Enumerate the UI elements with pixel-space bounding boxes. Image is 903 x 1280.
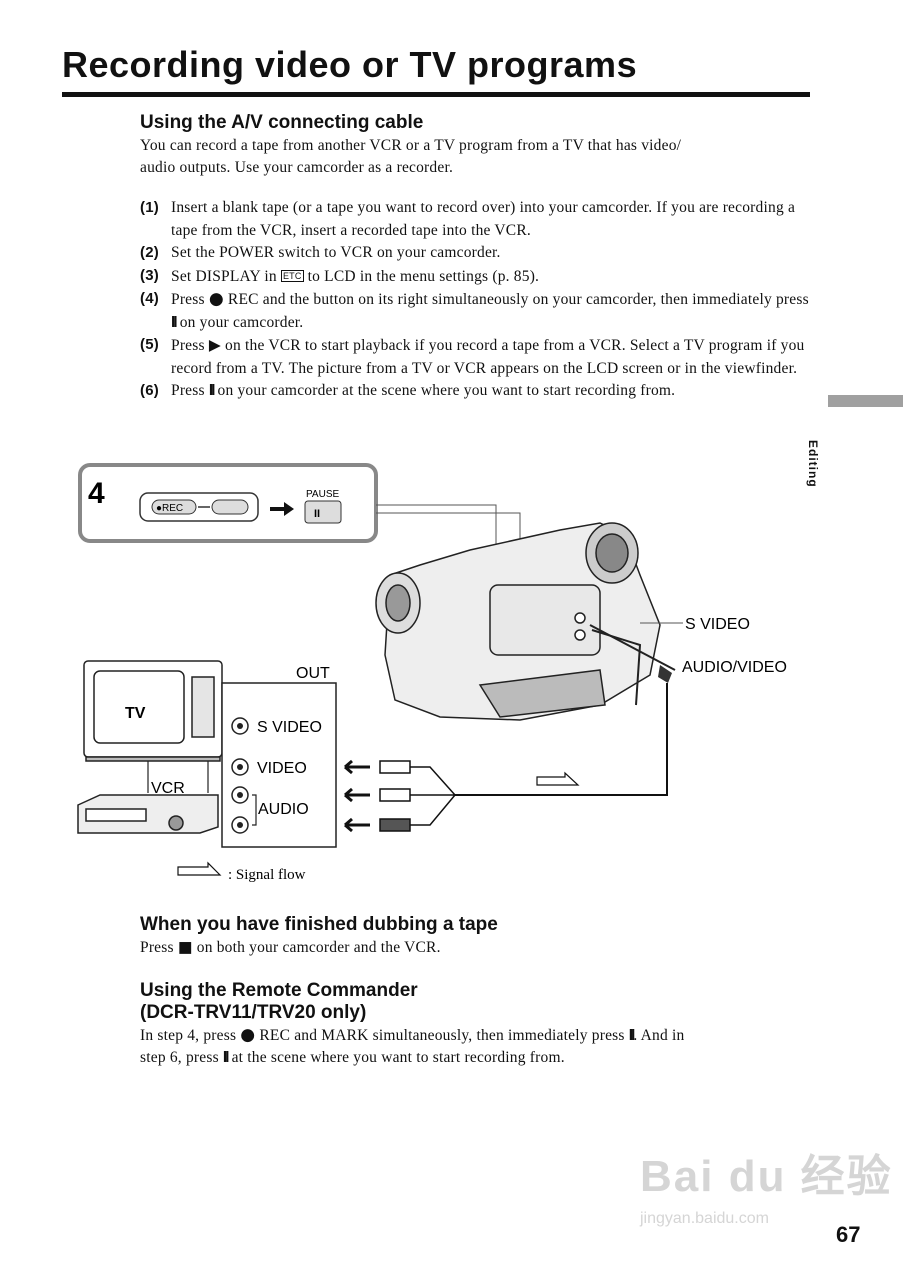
section-av-cable: Using the A/V connecting cable You can r… (140, 112, 810, 179)
section-heading: When you have finished dubbing a tape (140, 914, 498, 935)
step-item: (6) Press II on your camcorder at the sc… (140, 382, 676, 399)
section-body: In step 4, press ● REC and MARK simultan… (140, 1025, 685, 1066)
rec-button (151, 499, 197, 515)
pause-icon: II (222, 1049, 229, 1066)
record-dot-icon: ● (208, 289, 224, 309)
watermark-main: Bai du 经验 (640, 1152, 893, 1201)
watermark: Bai du 经验 jingyan.baidu.com (640, 1140, 893, 1228)
step-item: (2) Set the POWER switch to VCR on your … (140, 244, 501, 261)
cam-s-video-label: S VIDEO (685, 616, 750, 633)
signal-flow-arrow (536, 771, 580, 786)
arrow-right-icon (270, 502, 294, 516)
vcr-illustration (77, 794, 219, 834)
pause-button (304, 500, 342, 524)
av-plug (658, 665, 672, 683)
signal-flow-legend-arrow (177, 861, 222, 876)
watermark-url: jingyan.baidu.com (640, 1210, 769, 1227)
out-video-label: VIDEO (257, 760, 307, 777)
camcorder-illustration (375, 522, 661, 721)
page-number: 67 (836, 1222, 861, 1247)
section-heading: Using the Remote Commander (DCR-TRV11/TR… (140, 980, 418, 1023)
adjacent-button (211, 499, 249, 515)
connection-diagram: 4 ●REC PAUSE II S VIDEO AUDIO/VIDEO TV V… (77, 463, 787, 883)
cam-av-label: AUDIO/VIDEO (682, 659, 787, 676)
pause-icon: II (208, 382, 215, 399)
play-icon: ▶ (208, 336, 221, 354)
pause-icon: II (171, 313, 177, 331)
section-heading: Using the A/V connecting cable (140, 112, 424, 133)
section-finished-dubbing: When you have finished dubbing a tape Pr… (140, 914, 810, 959)
etc-icon: ETC (280, 269, 304, 282)
section-intro: You can record a tape from another VCR o… (140, 137, 682, 176)
out-audio-label: AUDIO (258, 801, 309, 818)
tv-label: TV (125, 705, 146, 722)
step-item: (5) Press ▶ on the VCR to start playback… (140, 336, 805, 377)
section-remote-commander: Using the Remote Commander (DCR-TRV11/TR… (140, 980, 820, 1069)
step-item: (1) Insert a blank tape (or a tape you w… (140, 199, 796, 239)
tv-illustration (83, 660, 223, 762)
step4-number: 4 (88, 477, 105, 510)
title-rule (62, 92, 810, 97)
step-item: (3) Set DISPLAY in ETC to LCD in the men… (140, 266, 540, 285)
step-item: (4) Press ● REC and the button on its ri… (140, 289, 809, 331)
signal-flow-legend: : Signal flow (228, 867, 306, 883)
rca-plugs (344, 759, 411, 833)
vcr-label: VCR (151, 780, 185, 797)
rec-button-label: ●REC (156, 503, 183, 514)
side-tab-bar (828, 395, 903, 407)
out-label: OUT (296, 665, 330, 682)
pause-button-label: PAUSE (306, 489, 339, 500)
record-dot-icon: ● (240, 1025, 256, 1045)
section-body: Press ■ on both your camcorder and the V… (140, 938, 441, 956)
steps-list: (1) Insert a blank tape (or a tape you w… (140, 197, 810, 403)
page-title: Recording video or TV programs (62, 44, 638, 85)
stop-icon: ■ (177, 938, 193, 956)
pause-icon: II (628, 1027, 635, 1044)
out-s-video-label: S VIDEO (257, 719, 322, 736)
pause-button-symbol: II (314, 508, 320, 520)
